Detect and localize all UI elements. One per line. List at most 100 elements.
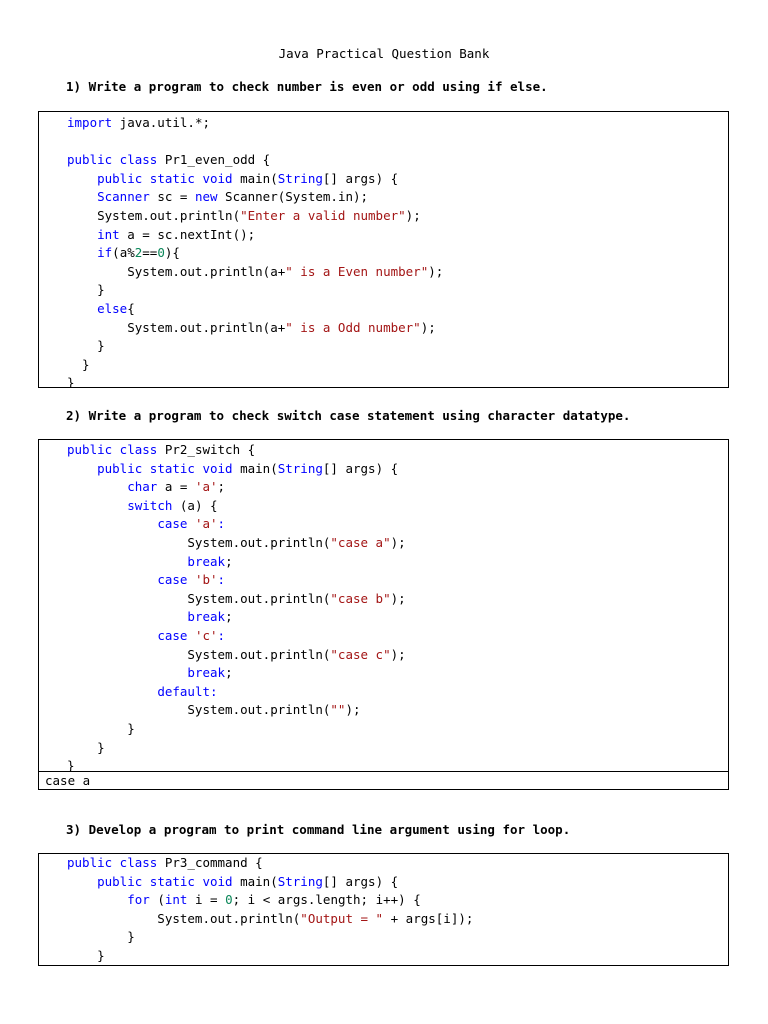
code-token: ); bbox=[390, 590, 406, 606]
code-token: "" bbox=[330, 702, 346, 718]
code-token: System.out.println( bbox=[67, 590, 331, 606]
code-token: System.out.println( bbox=[67, 910, 301, 926]
code-line: break; bbox=[67, 608, 728, 627]
code-token bbox=[67, 301, 97, 316]
code-token: System.out.println( bbox=[67, 207, 241, 223]
code-token: (a) { bbox=[172, 497, 218, 513]
code-token bbox=[67, 189, 97, 204]
code-token: ; bbox=[217, 479, 226, 495]
code-token: [] args) { bbox=[322, 170, 399, 186]
code-token bbox=[67, 609, 187, 624]
code-token: System.out.println(a+ bbox=[67, 319, 286, 335]
code-token: Scanner bbox=[97, 189, 150, 205]
code-line: break; bbox=[67, 553, 728, 572]
code-line: System.out.println("case b"); bbox=[67, 590, 728, 609]
code-token: java.util.*; bbox=[112, 115, 210, 130]
code-token bbox=[187, 572, 195, 587]
code-token bbox=[67, 628, 157, 643]
code-line: default: bbox=[67, 683, 728, 702]
code-token: a = bbox=[157, 479, 195, 495]
code-token: main( bbox=[232, 873, 278, 889]
code-token: public static void bbox=[97, 873, 233, 889]
code-token: == bbox=[142, 245, 158, 261]
code-token: String bbox=[277, 460, 323, 476]
document-title: Java Practical Question Bank bbox=[278, 46, 490, 61]
code-line: case 'b': bbox=[67, 571, 728, 590]
code-token: "case b" bbox=[330, 590, 391, 606]
code-token bbox=[187, 628, 195, 643]
code-token: main( bbox=[232, 170, 278, 186]
code-token: ; bbox=[225, 553, 233, 569]
code-token: } bbox=[67, 720, 135, 736]
code-token: default: bbox=[157, 683, 218, 699]
code-token: main( bbox=[232, 460, 278, 476]
code-token bbox=[67, 684, 157, 699]
question-1-label: 1) Write a program to check number is ev… bbox=[66, 79, 548, 94]
code-line: case 'a': bbox=[67, 515, 728, 534]
code-token: ); bbox=[428, 263, 444, 279]
code-token bbox=[187, 516, 195, 531]
code-line: else{ bbox=[67, 300, 728, 319]
code-token: ); bbox=[345, 702, 361, 718]
code-token: [] args) { bbox=[322, 460, 399, 476]
code-token: case bbox=[157, 516, 188, 532]
code-line: } bbox=[67, 757, 728, 772]
code-line: int a = sc.nextInt(); bbox=[67, 226, 728, 245]
code-line: System.out.println("case c"); bbox=[67, 646, 728, 665]
code-line: System.out.println(a+" is a Even number"… bbox=[67, 263, 728, 282]
code-line: System.out.println("Output = " + args[i]… bbox=[67, 910, 728, 929]
code-token: for bbox=[127, 892, 150, 908]
code-line: } bbox=[67, 928, 728, 947]
code-line bbox=[67, 133, 728, 152]
code-line: switch (a) { bbox=[67, 497, 728, 516]
code-token: ); bbox=[405, 207, 421, 223]
code-token: "Enter a valid number" bbox=[240, 207, 406, 223]
code-token: ; i < args.length; i++) { bbox=[232, 892, 421, 908]
code-line: public static void main(String[] args) { bbox=[67, 460, 728, 479]
code-token: { bbox=[127, 300, 135, 316]
code-token: int bbox=[97, 226, 120, 242]
code-token: public class bbox=[67, 152, 158, 168]
code-token: : bbox=[217, 627, 226, 643]
code-token: ; bbox=[225, 609, 233, 625]
code-token: (a% bbox=[112, 245, 135, 261]
code-line: break; bbox=[67, 664, 728, 683]
code-token: case bbox=[157, 627, 188, 643]
code-token: public class bbox=[67, 442, 158, 457]
code-token: 'a' bbox=[194, 479, 218, 495]
code-token bbox=[67, 554, 187, 569]
code-line: } bbox=[67, 374, 728, 387]
code-token: public static void bbox=[97, 460, 233, 476]
code-token bbox=[67, 171, 97, 186]
code-token: a = sc.nextInt(); bbox=[119, 226, 256, 242]
code-token bbox=[67, 479, 127, 494]
code-line: for (int i = 0; i < args.length; i++) { bbox=[67, 891, 728, 910]
code-token bbox=[67, 498, 127, 513]
code-token: ( bbox=[149, 892, 165, 908]
code-line: public class Pr2_switch { bbox=[67, 441, 728, 460]
question-3-label: 3) Develop a program to print command li… bbox=[66, 822, 571, 837]
code-token bbox=[67, 245, 97, 260]
code-line: public static void main(String[] args) { bbox=[67, 170, 728, 189]
code-token: " is a Odd number" bbox=[285, 319, 421, 335]
code-token: case bbox=[157, 572, 188, 588]
code-token bbox=[67, 516, 157, 531]
question-2-label: 2) Write a program to check switch case … bbox=[66, 408, 631, 423]
code-token bbox=[67, 892, 127, 907]
code-token: String bbox=[277, 170, 323, 186]
code-token: break bbox=[187, 553, 226, 569]
code-token: if bbox=[97, 245, 113, 261]
code-token: System.out.println( bbox=[67, 646, 331, 662]
code-token: } bbox=[67, 758, 75, 772]
code-line: System.out.println(""); bbox=[67, 701, 728, 720]
code-line: System.out.println("Enter a valid number… bbox=[67, 207, 728, 226]
code-token: new bbox=[194, 189, 218, 205]
code-line: if(a%2==0){ bbox=[67, 244, 728, 263]
code-token: : bbox=[217, 572, 226, 588]
code-token: System.out.println( bbox=[67, 702, 331, 718]
code-token: "case a" bbox=[330, 534, 391, 550]
code-line: System.out.println("case a"); bbox=[67, 534, 728, 553]
code-token bbox=[67, 461, 97, 476]
code-token: : bbox=[217, 516, 226, 532]
code-token: ); bbox=[390, 646, 406, 662]
